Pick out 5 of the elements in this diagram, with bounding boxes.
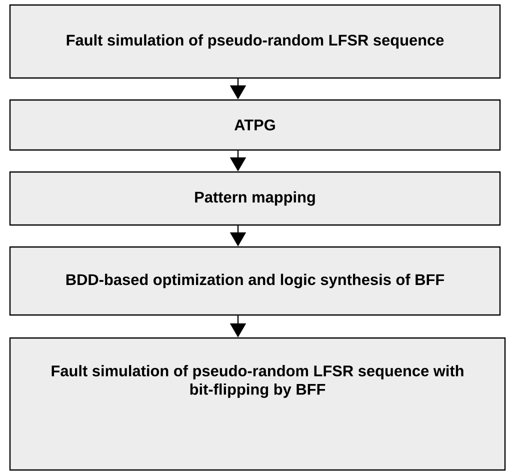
process-box: Pattern mapping — [9, 171, 501, 226]
process-box: Fault simulation of pseudo-random LFSR sequence with bit-flipping by BFF — [9, 337, 506, 471]
process-box: Fault simulation of pseudo-random LFSR sequence — [9, 4, 501, 79]
process-box: ATPG — [9, 99, 501, 151]
process-box: BDD-based optimization and logic synthesis of BFF — [9, 246, 501, 316]
